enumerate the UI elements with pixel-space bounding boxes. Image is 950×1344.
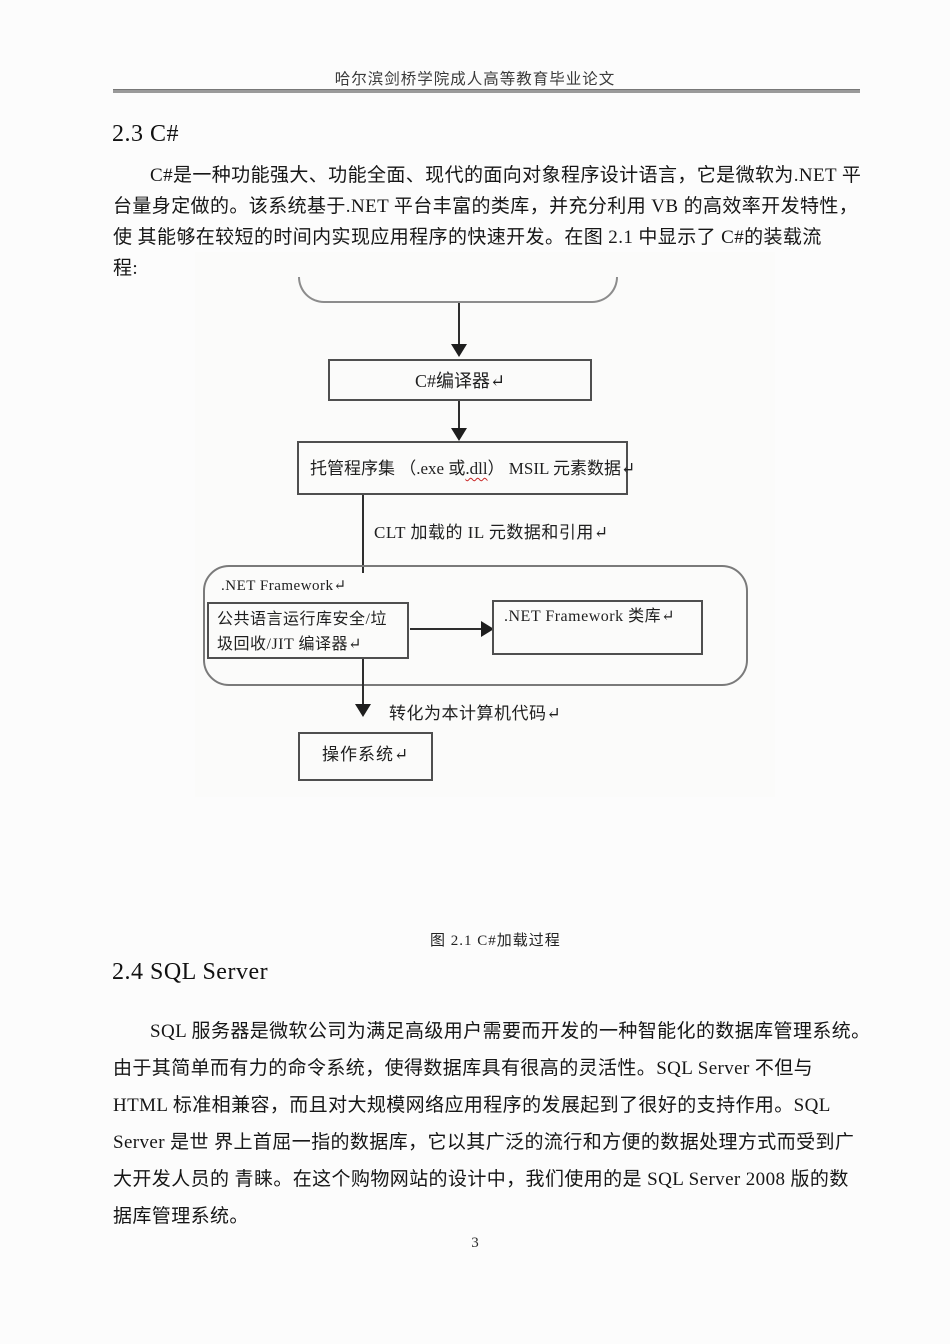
paragraph-line: HTML 标准相兼容，而且对大规模网络应用程序的发展起到了很好的支持作用。SQL <box>113 1095 831 1116</box>
paragraph-line: SQL 服务器是微软公司为满足高级用户需要而开发的一种智能化的数据库管理系统。 <box>150 1021 871 1042</box>
arrow-down-icon <box>355 704 371 717</box>
paragraph-line: 据库管理系统。 <box>113 1206 249 1227</box>
flowchart-container-net-framework <box>203 565 748 686</box>
header-rule <box>113 89 860 93</box>
paragraph-line: 由于其简单而有力的命令系统，使得数据库具有很高的灵活性。SQL Server 不… <box>113 1058 814 1079</box>
paragraph-line: C#是一种功能强大、功能全面、现代的面向对象程序设计语言，它是微软为.NET 平 <box>150 165 862 186</box>
arrow-down-icon <box>451 428 467 441</box>
flow-edge-label-convert: 转化为本计算机代码↵ <box>389 704 562 723</box>
paragraph-line: Server 是世 界上首屈一指的数据库，它以其广泛的流行和方便的数据处理方式而… <box>113 1132 855 1153</box>
assembly-text-dll-spellcheck: .dll <box>465 459 488 478</box>
paragraph-2-3: C#是一种功能强大、功能全面、现代的面向对象程序设计语言，它是微软为.NET 平… <box>113 160 861 284</box>
paragraph-line: 台量身定做的。该系统基于.NET 平台丰富的类库，并充分利用 VB 的高效率开发… <box>113 196 859 217</box>
arrow-down-icon <box>451 344 467 357</box>
page-number: 3 <box>471 1235 479 1251</box>
paragraph-line: 程: <box>113 258 139 279</box>
flow-connector-line <box>362 495 364 573</box>
flowchart-source-shape <box>298 277 618 303</box>
flow-connector-line <box>362 659 364 706</box>
flow-connector-line <box>410 628 483 630</box>
paragraph-line: 大开发人员的 青睐。在这个购物网站的设计中，我们使用的是 SQL Server … <box>113 1169 849 1190</box>
flow-connector-line <box>458 303 460 346</box>
paragraph-2-4: SQL 服务器是微软公司为满足高级用户需要而开发的一种智能化的数据库管理系统。 … <box>113 1013 871 1235</box>
figure-caption: 图 2.1 C#加载过程 <box>430 933 561 949</box>
arrow-right-icon <box>481 621 494 637</box>
flow-connector-line <box>458 401 460 430</box>
assembly-text-post: ） MSIL 元素数据↵ <box>487 459 636 478</box>
flowchart-node-csharp-compiler: C#编译器↵ <box>328 359 592 401</box>
header-title: 哈尔滨剑桥学院成人高等教育毕业论文 <box>334 71 616 88</box>
paragraph-line: 使 其能够在较短的时间内实现应用程序的快速开发。在图 2.1 中显示了 C#的装… <box>113 227 822 248</box>
section-heading-2-4: 2.4 SQL Server <box>112 959 269 985</box>
section-heading-2-3: 2.3 C# <box>112 121 180 147</box>
flowchart-node-clr: 公共语言运行库安全/垃圾回收/JIT 编译器↵ <box>207 602 409 659</box>
figure-image-background <box>195 252 775 797</box>
flowchart-node-class-library: .NET Framework 类库↵ <box>492 600 703 655</box>
flow-edge-label-clt: CLT 加载的 IL 元数据和引用↵ <box>374 523 609 542</box>
net-framework-container-label: .NET Framework↵ <box>221 578 347 594</box>
flowchart-node-managed-assembly: 托管程序集 （.exe 或.dll） MSIL 元素数据↵ <box>297 441 635 495</box>
assembly-text-pre: 托管程序集 （.exe 或 <box>310 459 466 478</box>
flowchart-node-operating-system: 操作系统↵ <box>298 732 433 781</box>
